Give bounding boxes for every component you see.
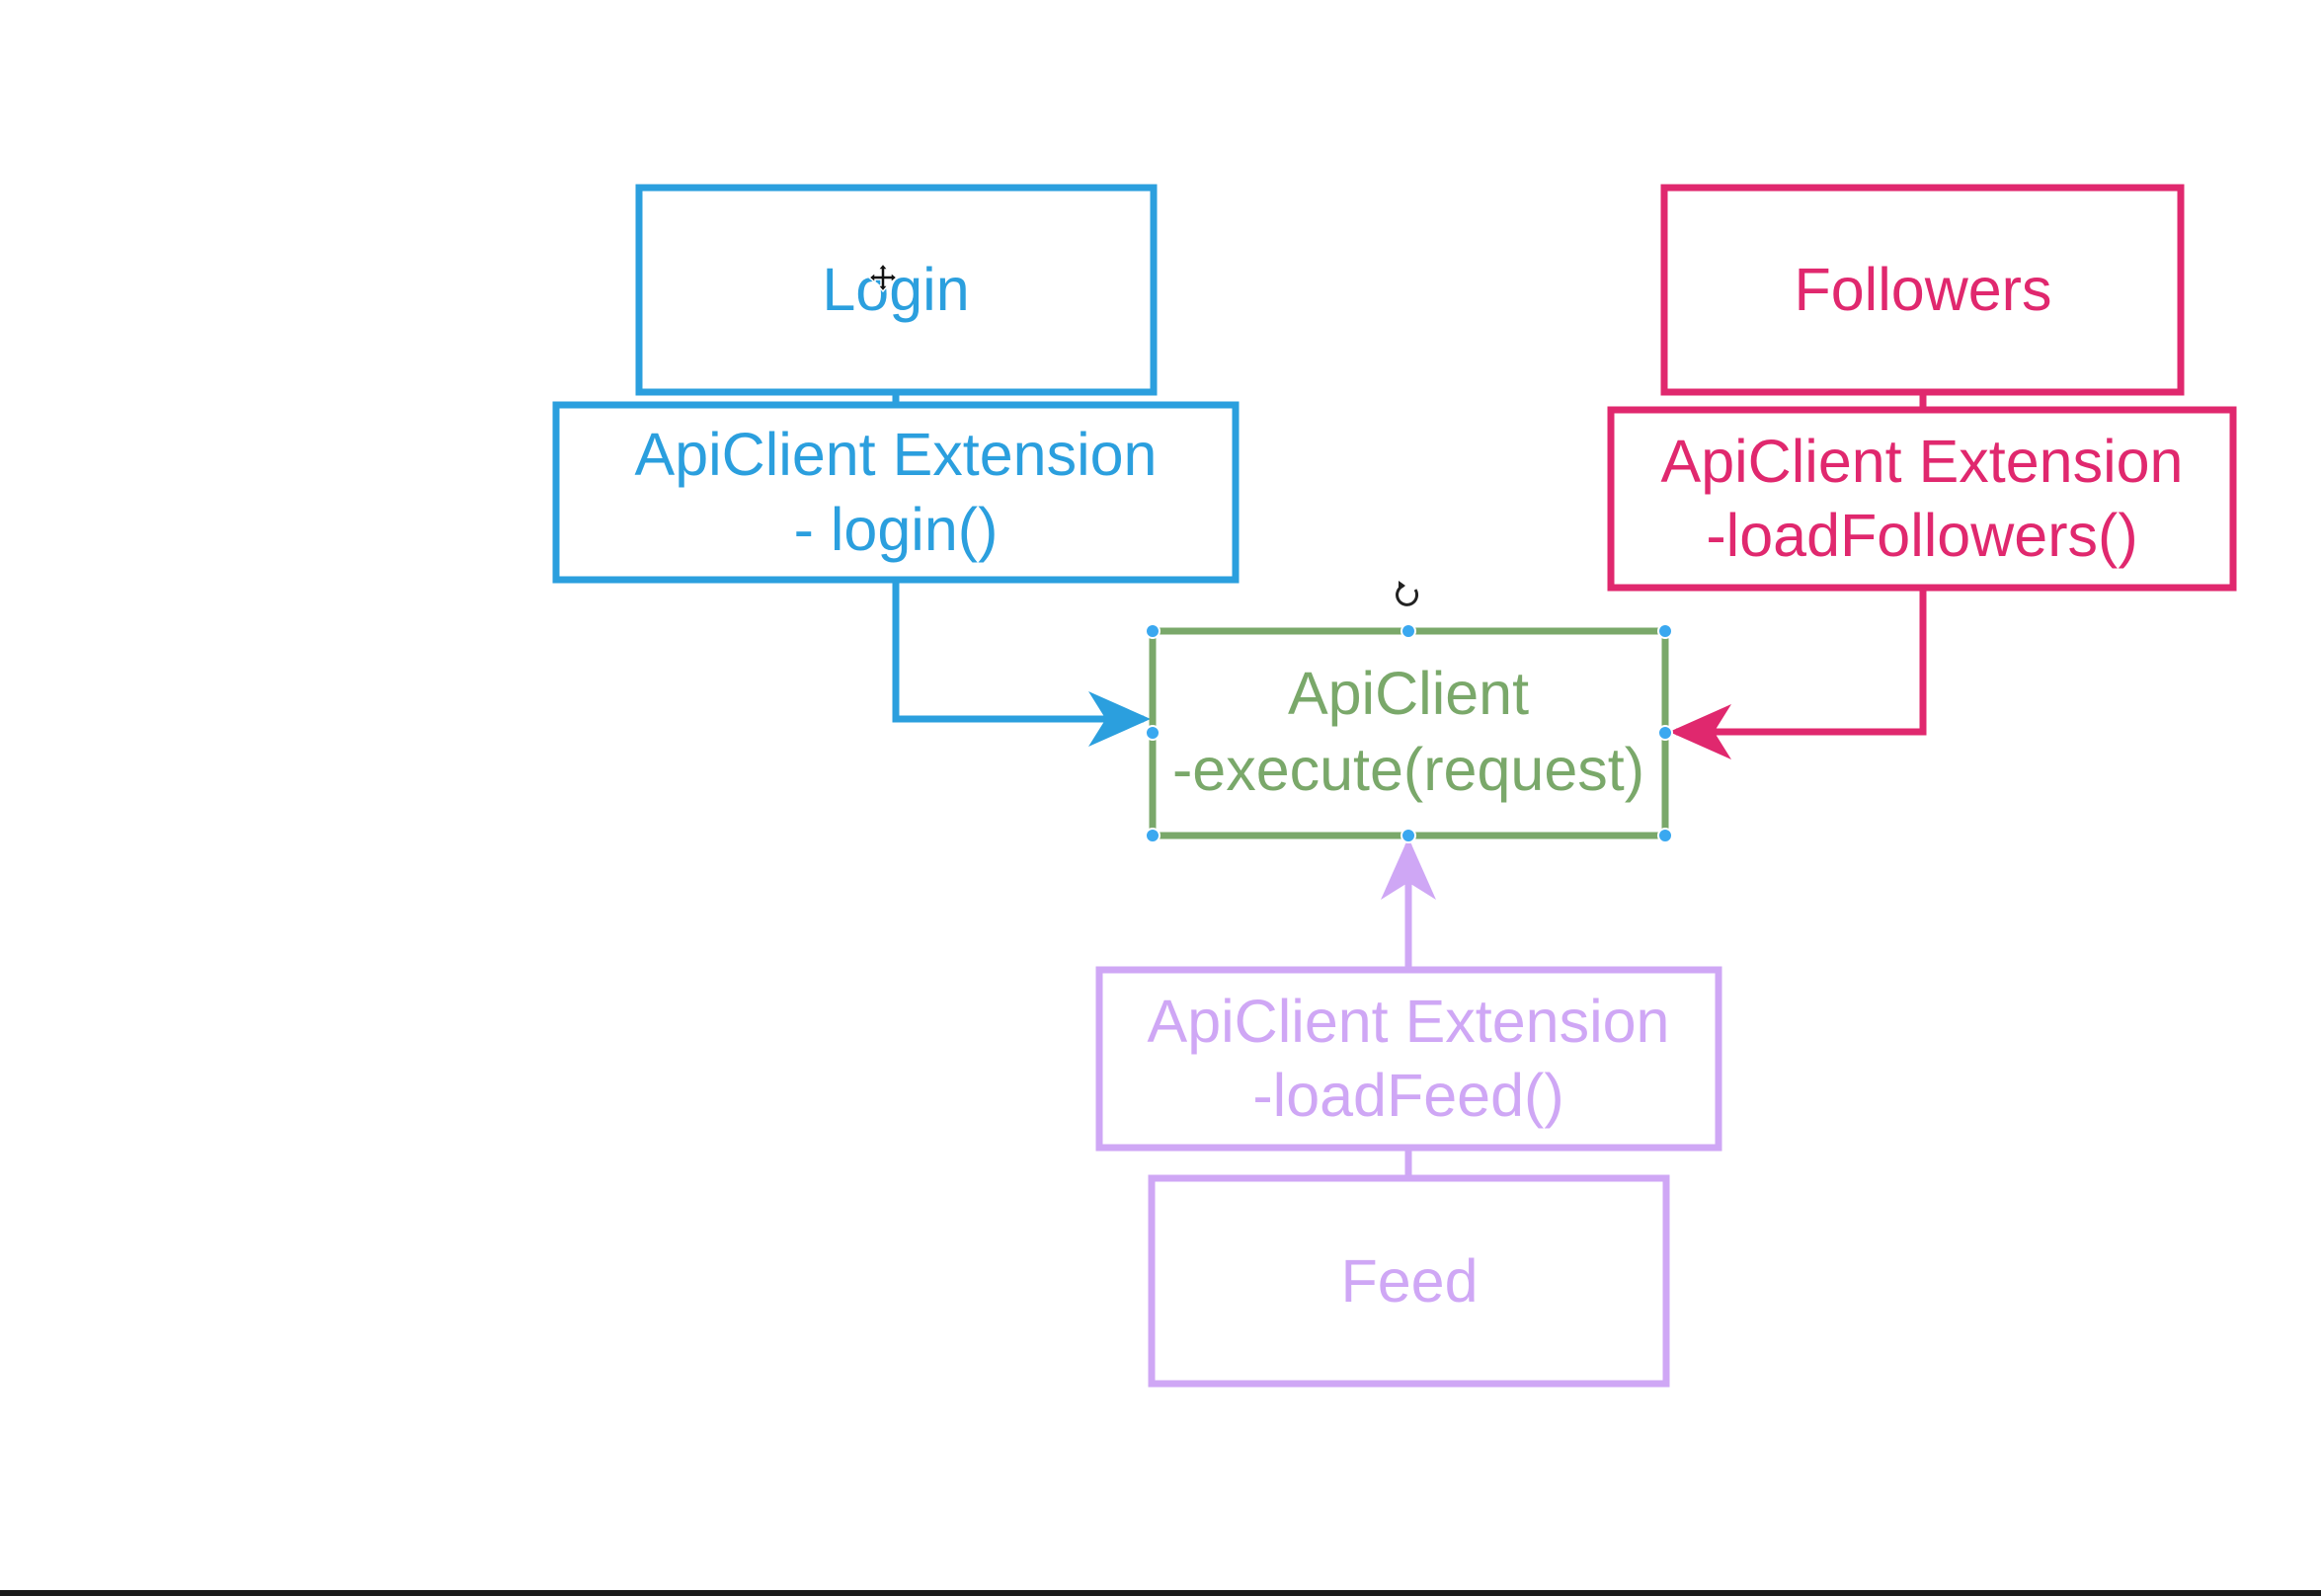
arrow-login-extension-to-apiclient[interactable] (892, 580, 1151, 747)
node-followers[interactable]: Followers (1660, 184, 2185, 396)
resize-handle-top[interactable] (1401, 623, 1416, 639)
move-cursor-icon (867, 262, 899, 293)
node-login-extension[interactable]: ApiClient Extension - login() (552, 401, 1240, 584)
node-feed-extension-method: -loadFeed() (1252, 1062, 1563, 1129)
node-followers-extension[interactable]: ApiClient Extension -loadFollowers() (1607, 406, 2237, 592)
node-apiclient-title: ApiClient (1288, 660, 1529, 727)
node-feed-label: Feed (1340, 1247, 1478, 1315)
node-feed-extension-title: ApiClient Extension (1148, 988, 1670, 1055)
node-login-extension-method: - login() (794, 496, 999, 563)
bottom-border (0, 1590, 2321, 1596)
node-apiclient-method: -execute(request) (1172, 736, 1644, 803)
connectors (892, 392, 1927, 1178)
node-followers-extension-method: -loadFollowers() (1706, 502, 2137, 569)
node-followers-label: Followers (1794, 256, 2051, 323)
node-login-extension-title: ApiClient Extension (635, 421, 1158, 488)
node-apiclient[interactable]: ApiClient -execute(request) (1149, 627, 1669, 839)
resize-handle-top-left[interactable] (1145, 623, 1160, 639)
selection-handles (1145, 623, 1673, 843)
resize-handle-bottom-left[interactable] (1145, 828, 1160, 843)
node-login-label: Login (822, 256, 969, 323)
rotate-handle-icon[interactable] (1393, 580, 1422, 609)
node-login[interactable]: Login (635, 184, 1158, 396)
resize-handle-right[interactable] (1657, 725, 1673, 741)
resize-handle-bottom[interactable] (1401, 828, 1416, 843)
resize-handle-top-right[interactable] (1657, 623, 1673, 639)
node-feed[interactable]: Feed (1148, 1174, 1670, 1388)
node-followers-extension-title: ApiClient Extension (1661, 428, 2184, 495)
resize-handle-left[interactable] (1145, 725, 1160, 741)
node-feed-extension[interactable]: ApiClient Extension -loadFeed() (1095, 966, 1722, 1152)
arrow-followers-extension-to-apiclient[interactable] (1669, 588, 1927, 759)
resize-handle-bottom-right[interactable] (1657, 828, 1673, 843)
